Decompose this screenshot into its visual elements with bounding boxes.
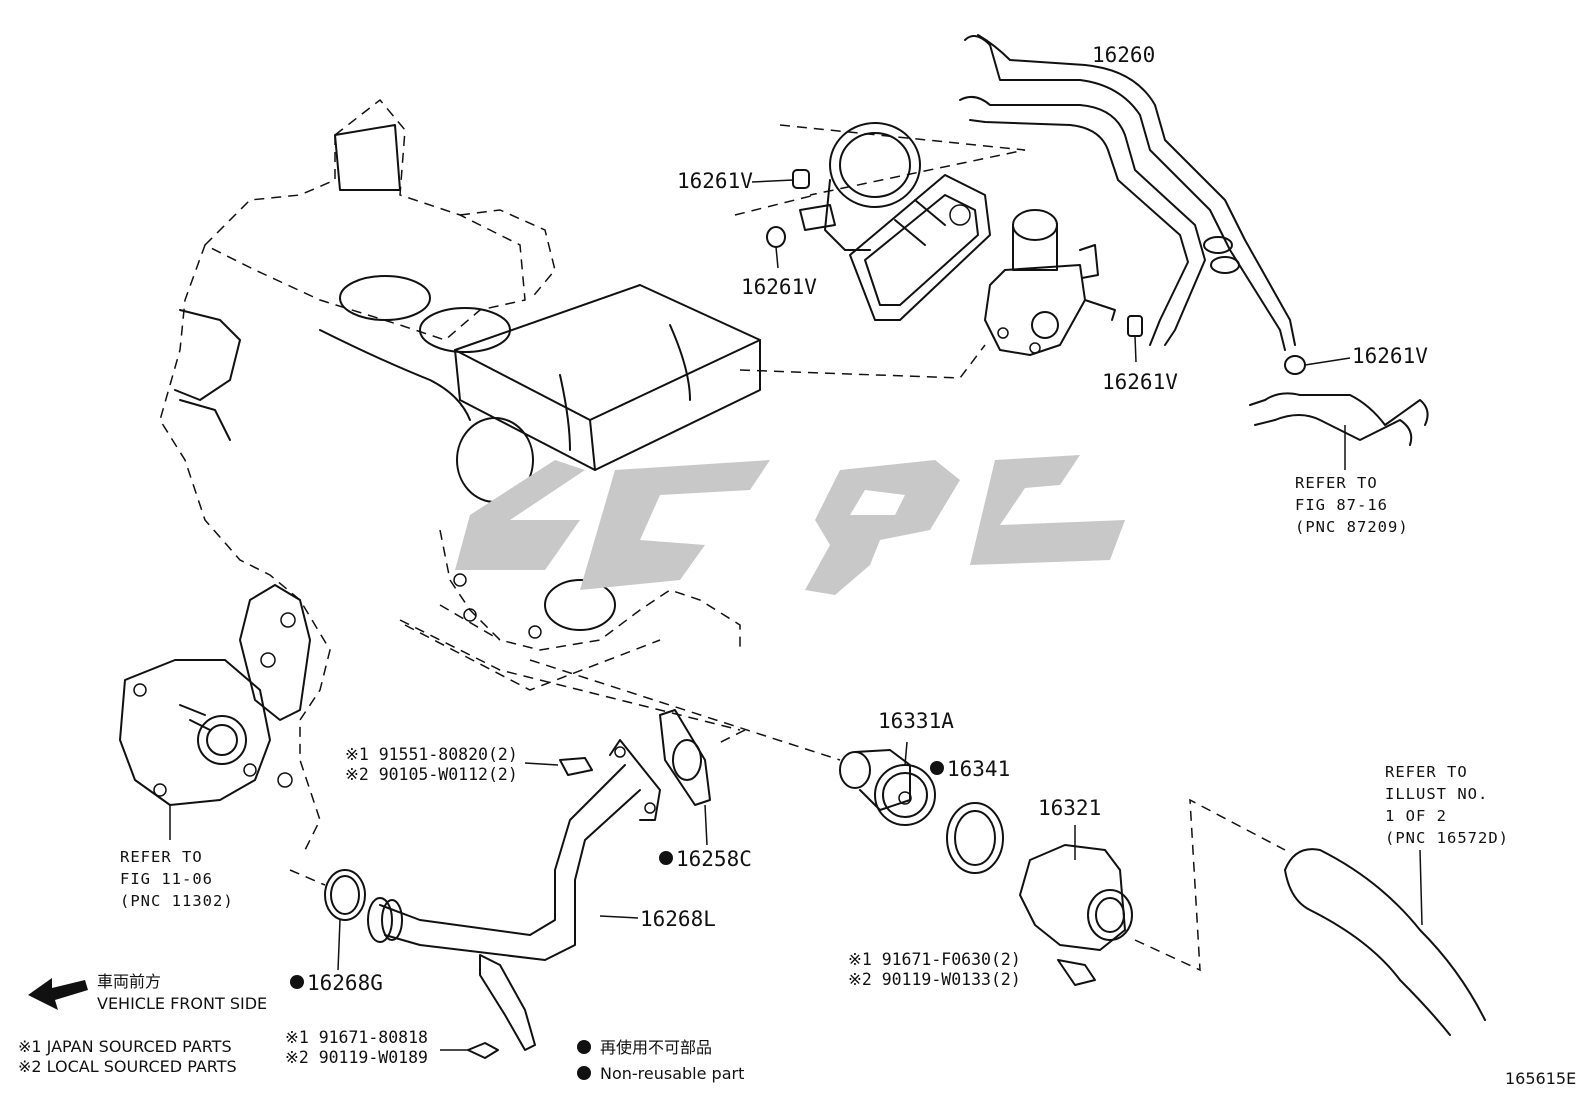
- svg-text:REFER TO: REFER TO: [1295, 474, 1378, 492]
- engine-block: [159, 98, 761, 851]
- bolt-lower: [440, 1042, 499, 1059]
- legend-dot-jp: [577, 1040, 591, 1054]
- front-side-jp: 車両前方: [97, 972, 161, 991]
- bolt-housing-japan-pn: ※1 91671-F0630(2): [848, 950, 1021, 969]
- svg-text:(PNC 11302): (PNC 11302): [120, 892, 234, 910]
- bolt-housing: [1057, 959, 1096, 986]
- part-label-16258c[interactable]: 16258C: [676, 847, 752, 871]
- figure-id: 165615E: [1505, 1069, 1576, 1088]
- thermostat-gasket: [946, 802, 1004, 874]
- gasket-16258c: [659, 709, 746, 846]
- part-label-16341[interactable]: 16341: [947, 757, 1010, 781]
- watermark-logo: [455, 455, 1125, 595]
- svg-text:1 OF 2: 1 OF 2: [1385, 807, 1447, 825]
- front-side-label: VEHICLE FRONT SIDE: [97, 994, 267, 1013]
- hose-clips: [751, 169, 1351, 375]
- part-label-16261v-4[interactable]: 16261V: [1352, 344, 1428, 368]
- reference-fig-11-06[interactable]: REFER TO FIG 11-06 (PNC 11302): [120, 848, 234, 910]
- throttle-body: [799, 122, 991, 321]
- svg-text:ILLUST NO.: ILLUST NO.: [1385, 785, 1488, 803]
- front-direction-arrow: [28, 978, 88, 1010]
- local-sourced-legend: ※2 LOCAL SOURCED PARTS: [18, 1057, 237, 1076]
- egr-valve: [984, 209, 1116, 356]
- bolt-upper-japan-pn: ※1 91551-80820(2): [345, 745, 518, 764]
- bypass-hose-16260: [734, 34, 1296, 351]
- non-reusable-dot-16341: [930, 761, 944, 775]
- part-label-16331a[interactable]: 16331A: [878, 709, 954, 733]
- thermostat: [839, 741, 936, 826]
- japan-sourced-legend: ※1 JAPAN SOURCED PARTS: [18, 1037, 232, 1056]
- part-label-16261v-2[interactable]: 16261V: [741, 275, 817, 299]
- leader-16268l: [599, 915, 639, 919]
- bolt-lower-local-pn: ※2 90119-W0189: [285, 1048, 428, 1067]
- bolt-housing-local-pn: ※2 90119-W0133(2): [848, 970, 1021, 989]
- svg-text:(PNC 87209): (PNC 87209): [1295, 518, 1409, 536]
- leader-lines: [289, 344, 986, 886]
- part-label-16268g[interactable]: 16268G: [307, 971, 383, 995]
- part-label-16268l[interactable]: 16268L: [640, 907, 716, 931]
- non-reusable-dot-16258c: [659, 851, 673, 865]
- svg-text:REFER TO: REFER TO: [120, 848, 203, 866]
- bolt-upper: [524, 757, 593, 776]
- svg-text:FIG 87-16: FIG 87-16: [1295, 496, 1388, 514]
- bolt-upper-local-pn: ※2 90105-W0112(2): [345, 765, 518, 784]
- o-ring-16268g: [324, 869, 366, 971]
- water-pump: [119, 659, 271, 840]
- radiator-hose: [1284, 848, 1486, 1036]
- part-label-16260[interactable]: 16260: [1092, 43, 1155, 67]
- water-inlet-pipe: [367, 739, 661, 1051]
- heater-hose-end: [1249, 392, 1429, 470]
- svg-text:REFER TO: REFER TO: [1385, 763, 1468, 781]
- reference-illust-1-of-2[interactable]: REFER TO ILLUST NO. 1 OF 2 (PNC 16572D): [1385, 763, 1509, 847]
- legend-dot-en: [577, 1066, 591, 1080]
- svg-text:(PNC 16572D): (PNC 16572D): [1385, 829, 1509, 847]
- part-label-16261v-3[interactable]: 16261V: [1102, 370, 1178, 394]
- reference-fig-87-16[interactable]: REFER TO FIG 87-16 (PNC 87209): [1295, 474, 1409, 536]
- non-reusable-dot-16268g: [290, 975, 304, 989]
- water-inlet-housing: [1019, 798, 1286, 972]
- part-label-16261v-1[interactable]: 16261V: [677, 169, 753, 193]
- bolt-lower-japan-pn: ※1 91671-80818: [285, 1028, 428, 1047]
- part-label-16321[interactable]: 16321: [1038, 796, 1101, 820]
- svg-text:FIG 11-06: FIG 11-06: [120, 870, 213, 888]
- non-reusable-label: Non-reusable part: [600, 1064, 744, 1083]
- non-reusable-jp: 再使用不可部品: [600, 1038, 712, 1057]
